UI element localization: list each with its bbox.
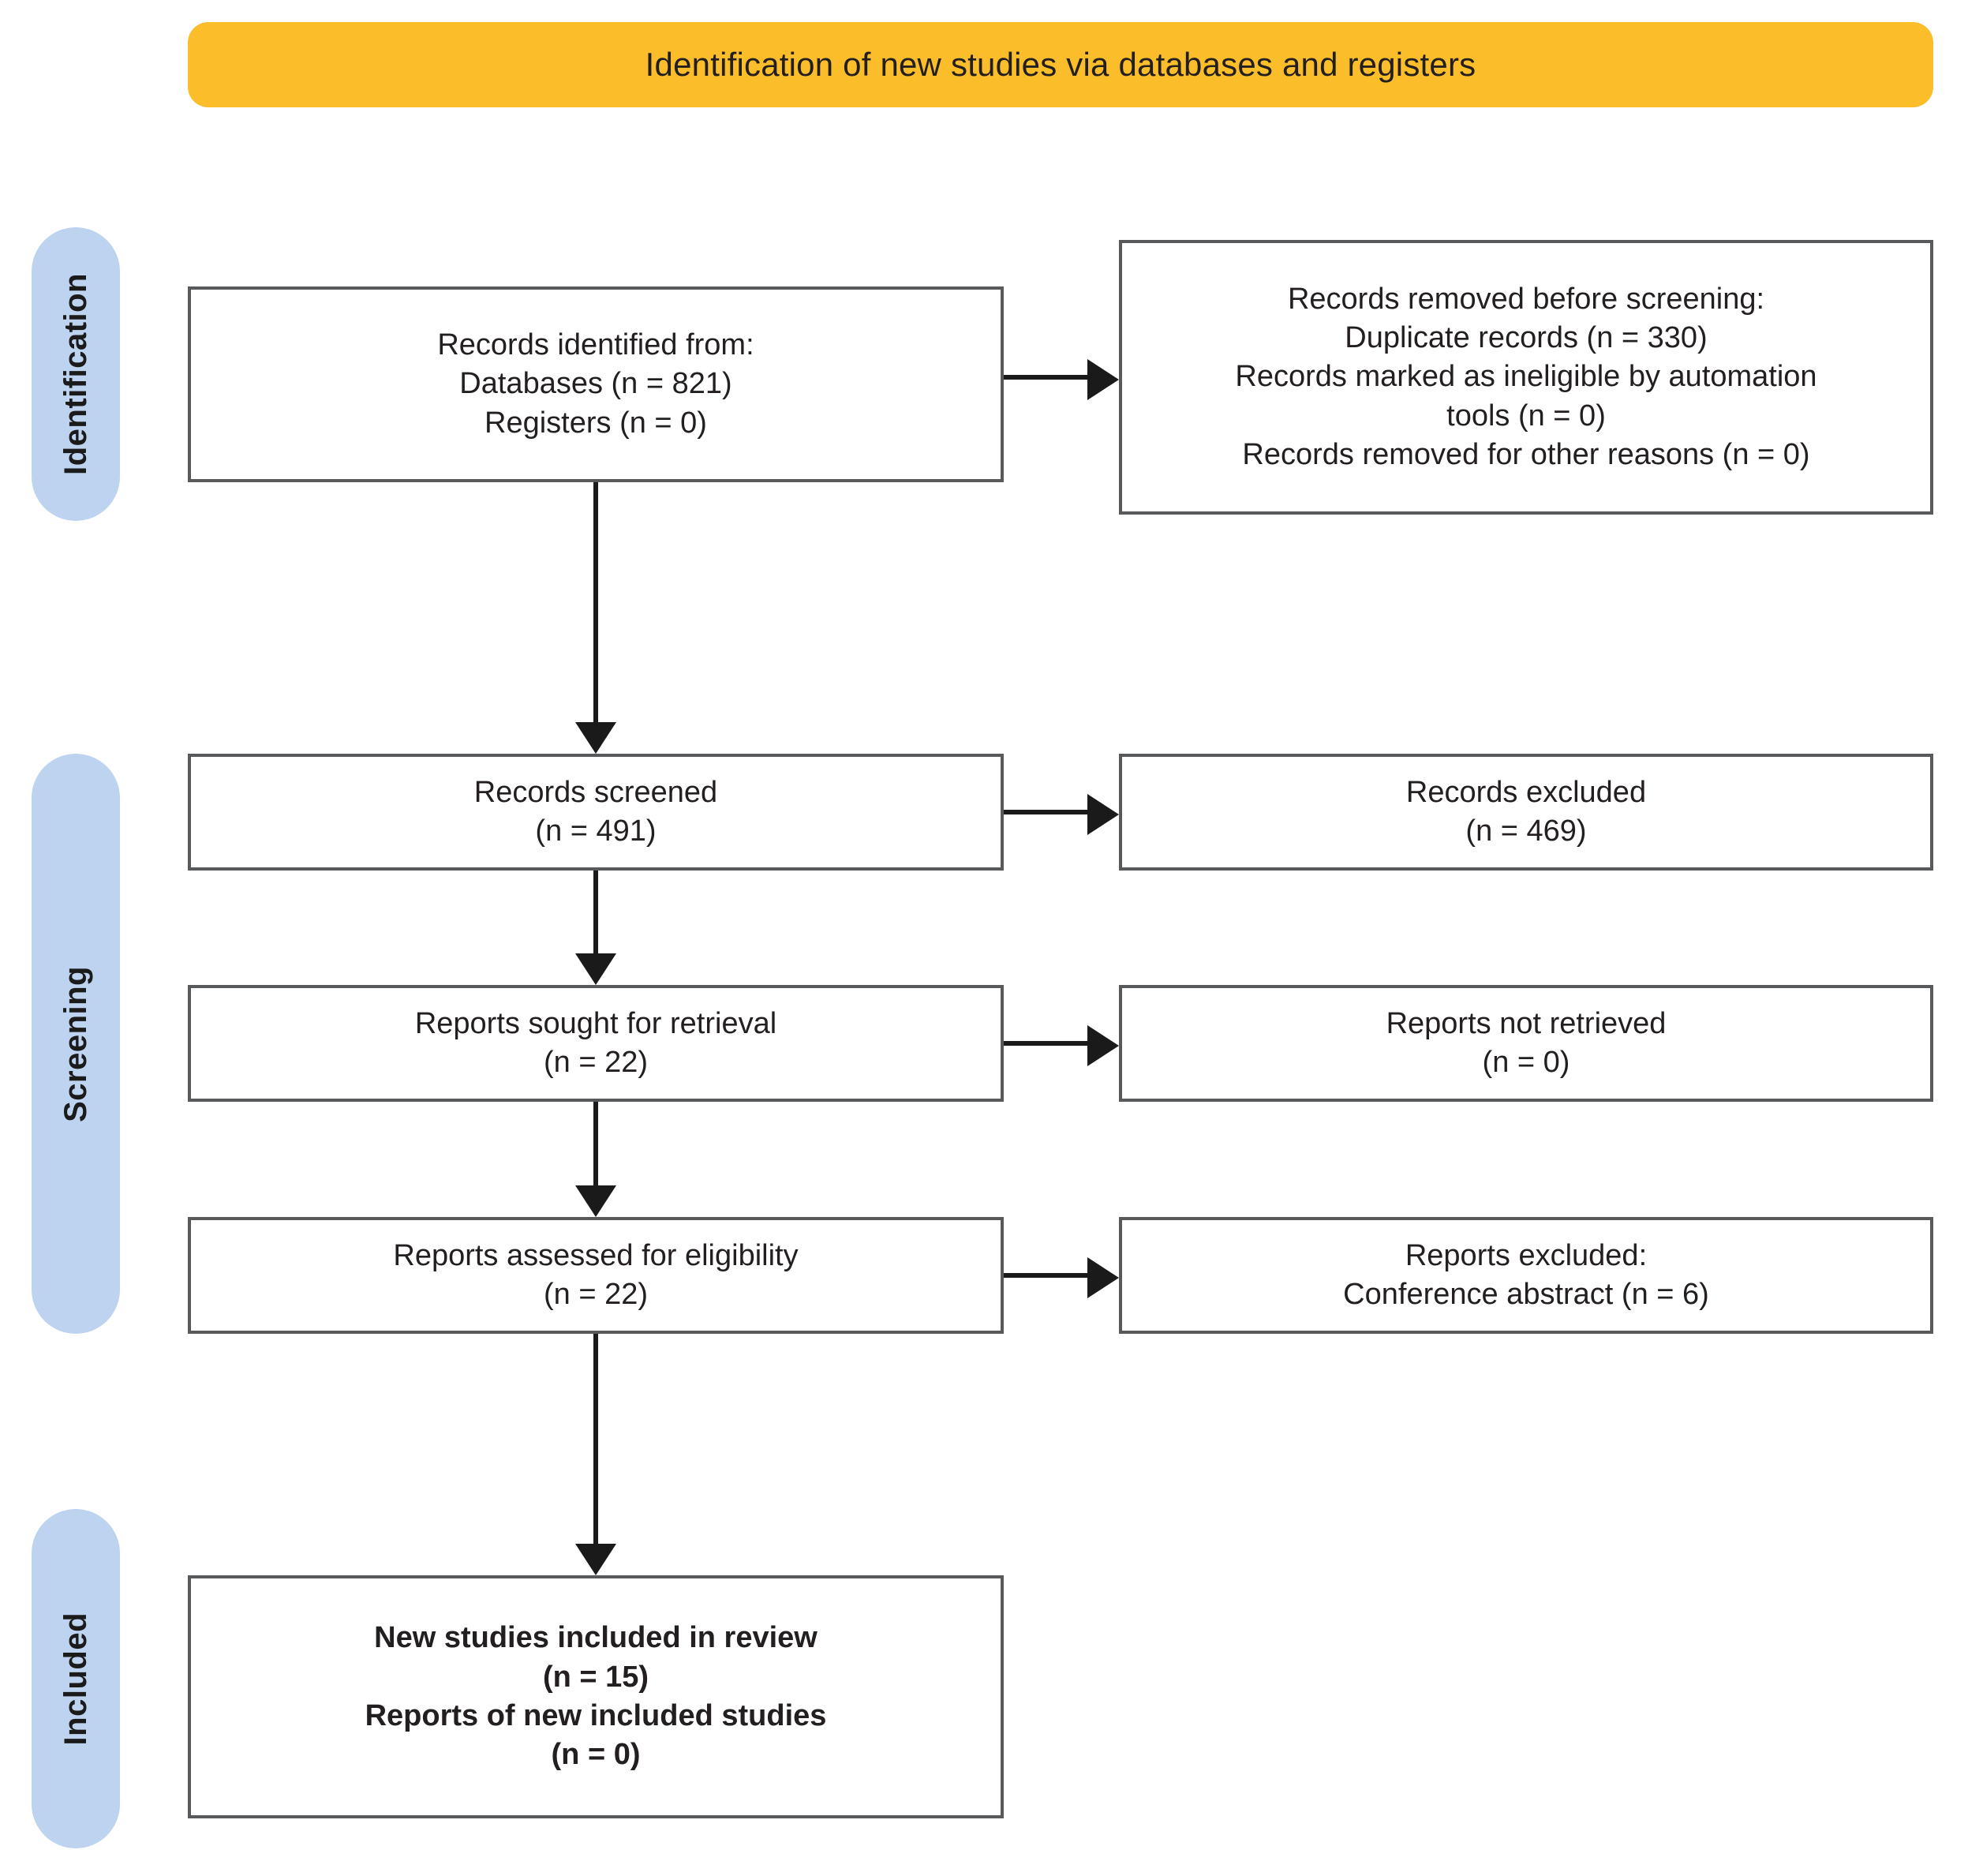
connector-identified-to-removed xyxy=(1004,375,1089,380)
box-line: Records marked as ineligible by automati… xyxy=(1235,360,1817,394)
header-banner: Identification of new studies via databa… xyxy=(188,22,1933,107)
box-line: Reports excluded: xyxy=(1405,1238,1648,1272)
box-reports-excluded: Reports excluded: Conference abstract (n… xyxy=(1119,1217,1933,1334)
box-line: (n = 469) xyxy=(1465,814,1587,848)
box-line: Registers (n = 0) xyxy=(485,406,707,440)
box-line: Reports assessed for eligibility xyxy=(393,1238,799,1272)
box-line: Records removed before screening: xyxy=(1287,282,1765,316)
stage-pill-screening: Screening xyxy=(32,754,120,1334)
box-reports-not-retrieved: Reports not retrieved (n = 0) xyxy=(1119,985,1933,1102)
box-line: Conference abstract (n = 6) xyxy=(1343,1278,1709,1311)
arrowhead-down-icon xyxy=(575,722,616,754)
arrowhead-right-icon xyxy=(1087,359,1119,400)
connector-identified-to-screened xyxy=(593,482,598,724)
connector-assessed-to-repexcluded xyxy=(1004,1273,1089,1278)
box-line: (n = 0) xyxy=(551,1738,641,1772)
box-line: Records screened xyxy=(473,775,718,809)
box-line: Records identified from: xyxy=(437,328,754,361)
arrowhead-right-icon xyxy=(1087,1025,1119,1066)
box-line: Databases (n = 821) xyxy=(459,367,732,401)
box-new-studies-included: New studies included in review (n = 15) … xyxy=(188,1575,1004,1818)
connector-screened-to-excluded xyxy=(1004,810,1089,814)
header-title: Identification of new studies via databa… xyxy=(645,46,1476,83)
box-line: Reports of new included studies xyxy=(365,1699,827,1732)
stage-label-included: Included xyxy=(58,1612,93,1746)
arrowhead-down-icon xyxy=(575,1185,616,1217)
connector-assessed-to-included xyxy=(593,1334,598,1545)
box-line: (n = 22) xyxy=(543,1278,649,1311)
stage-label-identification: Identification xyxy=(58,273,93,475)
stage-pill-identification: Identification xyxy=(32,227,120,521)
connector-sought-to-assessed xyxy=(593,1102,598,1187)
arrowhead-right-icon xyxy=(1087,1257,1119,1298)
connector-sought-to-notretrieved xyxy=(1004,1041,1089,1046)
box-records-identified: Records identified from: Databases (n = … xyxy=(188,286,1004,482)
box-line: Records removed for other reasons (n = 0… xyxy=(1242,438,1810,472)
box-line: Reports not retrieved xyxy=(1386,1006,1667,1040)
box-line: (n = 22) xyxy=(543,1046,649,1079)
box-reports-sought: Reports sought for retrieval (n = 22) xyxy=(188,985,1004,1102)
box-records-screened: Records screened (n = 491) xyxy=(188,754,1004,871)
stage-label-screening: Screening xyxy=(58,965,93,1122)
stage-pill-included: Included xyxy=(32,1509,120,1848)
box-line: Reports sought for retrieval xyxy=(414,1006,777,1040)
box-records-removed: Records removed before screening: Duplic… xyxy=(1119,240,1933,515)
box-line: (n = 15) xyxy=(542,1660,649,1694)
box-line: New studies included in review xyxy=(374,1621,818,1655)
box-line: Records excluded xyxy=(1405,775,1647,809)
box-line: Duplicate records (n = 330) xyxy=(1345,320,1708,354)
arrowhead-down-icon xyxy=(575,1544,616,1575)
box-line: (n = 491) xyxy=(535,814,657,848)
box-records-excluded: Records excluded (n = 469) xyxy=(1119,754,1933,871)
arrowhead-down-icon xyxy=(575,953,616,985)
box-reports-assessed: Reports assessed for eligibility (n = 22… xyxy=(188,1217,1004,1334)
arrowhead-right-icon xyxy=(1087,794,1119,835)
box-line: tools (n = 0) xyxy=(1446,399,1606,432)
connector-screened-to-sought xyxy=(593,871,598,955)
box-line: (n = 0) xyxy=(1482,1046,1570,1079)
